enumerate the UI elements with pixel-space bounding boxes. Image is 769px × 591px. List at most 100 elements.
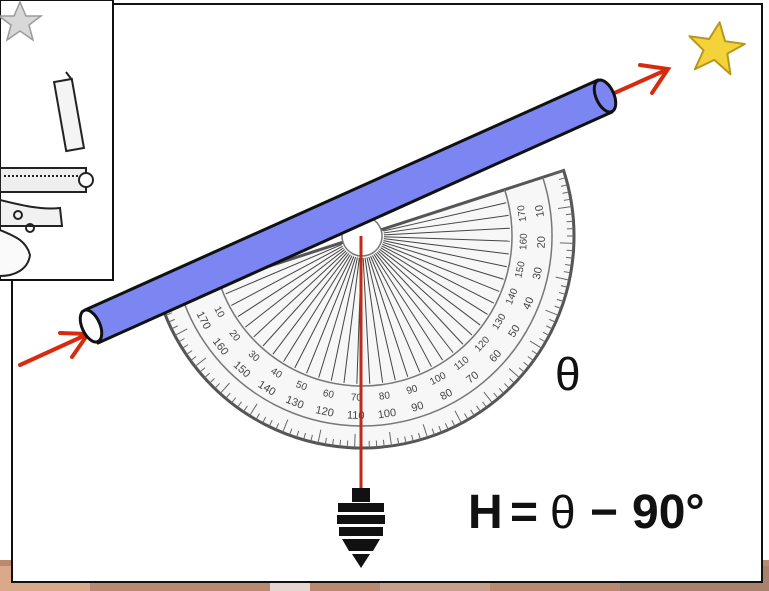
protractor-tick: [498, 388, 505, 394]
protractor-tick: [231, 397, 237, 404]
protractor-outer-label: 100: [377, 407, 397, 421]
protractor-spoke: [364, 257, 384, 383]
protractor-tick: [482, 401, 488, 408]
protractor-inner-label: 70: [351, 392, 363, 403]
protractor-spoke: [379, 248, 481, 326]
protractor-spoke: [330, 257, 358, 381]
protractor-tick: [190, 356, 197, 362]
protractor-tick: [470, 409, 475, 417]
protractor-tick: [556, 298, 564, 302]
protractor-spoke: [237, 247, 344, 318]
protractor-tick: [559, 242, 574, 244]
formula: H = θ − 90°: [468, 486, 705, 539]
protractor-tick: [275, 423, 280, 430]
protractor-spoke: [370, 256, 421, 373]
protractor-outer-label: 20: [536, 236, 548, 249]
protractor-spokes: [225, 202, 510, 384]
protractor-tick: [204, 372, 210, 379]
protractor-tick: [324, 437, 327, 445]
protractor-tick: [431, 428, 435, 436]
protractor-spoke: [383, 240, 507, 268]
formula-theta: θ: [550, 486, 576, 538]
protractor-tick: [531, 350, 539, 355]
protractor-spoke: [382, 243, 500, 292]
protractor-outer-label: 90: [410, 400, 425, 415]
protractor-tick: [174, 328, 188, 336]
protractor-tick: [194, 357, 207, 367]
protractor-spoke: [380, 247, 488, 315]
protractor-tick: [354, 433, 356, 448]
protractor-tick: [509, 378, 515, 384]
protractor-spoke: [318, 256, 357, 378]
protractor-tick: [165, 312, 173, 316]
protractor-spoke: [383, 214, 509, 234]
protractor-tick: [171, 325, 178, 330]
protractor-outer-label: 10: [533, 204, 547, 218]
protractor-inner-label: 160: [518, 233, 530, 250]
inset-sketch-panel: [0, 0, 114, 281]
protractor-tick: [418, 432, 421, 440]
formula-equals: =: [510, 486, 538, 539]
protractor-spoke: [253, 250, 347, 338]
formula-minus: −: [590, 486, 618, 539]
protractor-spoke: [231, 245, 343, 306]
protractor-spoke: [383, 236, 510, 242]
protractor-outer-label: 70: [464, 369, 481, 386]
protractor-tick: [296, 430, 300, 438]
protractor-spoke: [382, 241, 504, 280]
formula-lhs: H: [468, 486, 503, 539]
protractor-spoke: [381, 245, 495, 304]
protractor-tick: [539, 338, 546, 343]
protractor-tick: [493, 392, 499, 399]
protractor-tick: [504, 383, 510, 389]
protractor-tick: [554, 305, 562, 309]
protractor-spoke: [383, 238, 509, 255]
formula-value: 90°: [632, 486, 705, 539]
protractor-tick: [255, 413, 260, 420]
protractor-tick: [464, 413, 469, 420]
protractor-spoke: [262, 252, 348, 347]
protractor-spoke: [373, 254, 444, 361]
protractor-inner-label: 90: [405, 383, 419, 397]
protractor-tick: [389, 432, 392, 447]
protractor-tick: [268, 420, 273, 427]
protractor-tick: [560, 184, 568, 187]
protractor-inner-label: 60: [322, 388, 336, 401]
protractor-tick: [262, 416, 267, 424]
protractor-tick: [289, 428, 293, 436]
protractor-outer-label: 50: [506, 323, 523, 340]
protractor-inner-label: 170: [516, 204, 529, 222]
protractor-spoke: [378, 250, 473, 336]
protractor-tick: [332, 438, 334, 447]
protractor-tick: [566, 249, 574, 252]
protractor-tick: [282, 419, 289, 433]
sighting-tube: [78, 78, 618, 345]
protractor-tick: [565, 213, 573, 216]
protractor-tick: [249, 403, 258, 417]
protractor-tick: [243, 405, 248, 413]
protractor-tick: [558, 206, 573, 209]
protractor-tick: [558, 292, 566, 295]
protractor-inner-label: 50: [294, 379, 309, 394]
protractor-tick: [303, 432, 306, 440]
protractor-spoke: [272, 253, 350, 355]
protractor-spoke: [376, 251, 464, 345]
protractor-tick: [518, 367, 525, 373]
protractor-tick: [483, 391, 493, 404]
protractor-tick: [375, 440, 378, 448]
arrow-out: [608, 63, 672, 97]
protractor-tick: [454, 410, 462, 424]
star-icon-faded: [0, 0, 44, 42]
protractor-tick: [178, 338, 185, 343]
protractor-spoke: [368, 256, 409, 377]
protractor: 1020304050607080901001101201301401501601…: [158, 168, 576, 450]
protractor-labels: 1020304050607080901001101201301401501601…: [194, 204, 548, 422]
protractor-tick: [422, 424, 428, 438]
protractor-tick: [566, 228, 574, 230]
protractor-tick: [566, 235, 574, 237]
plumb-bob-icon: [337, 488, 385, 568]
protractor-tick: [397, 437, 400, 445]
protractor-tick: [451, 420, 456, 427]
protractor-tick: [565, 256, 573, 259]
